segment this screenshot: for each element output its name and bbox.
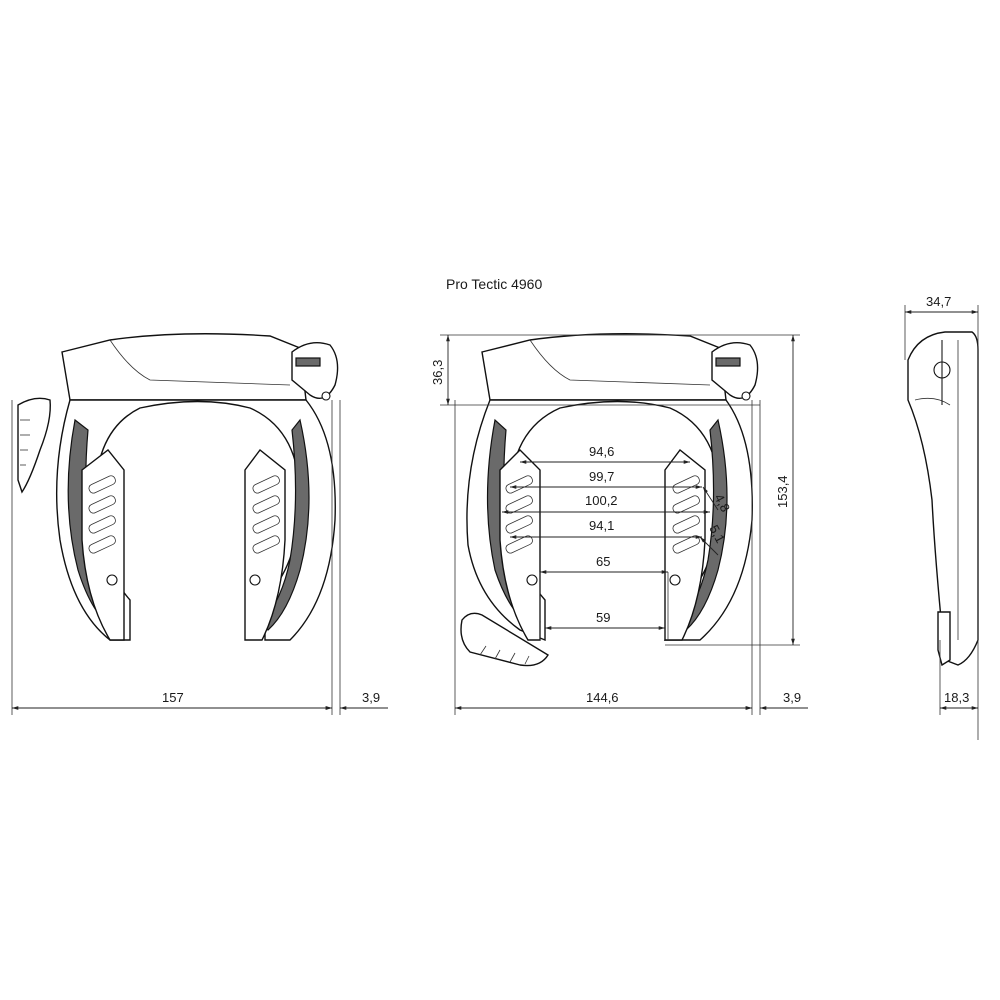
front-view-left: 157 3,9 bbox=[11, 333, 388, 715]
front-view-middle: 36,3 153,4 94,6 99,7 100,2 94,1 65 59 4,… bbox=[430, 333, 808, 715]
dim-middle-width: 144,6 bbox=[586, 690, 619, 705]
side-profile bbox=[907, 331, 979, 666]
dim-total-height: 153,4 bbox=[775, 475, 790, 508]
lock-ring bbox=[55, 399, 336, 641]
dim-inner-1: 94,6 bbox=[589, 444, 614, 459]
key-cylinder bbox=[291, 342, 339, 399]
shackle-lever bbox=[17, 397, 51, 494]
side-view: 34,7 18,3 bbox=[904, 294, 979, 740]
lock-housing bbox=[481, 333, 727, 401]
dim-top-height: 36,3 bbox=[430, 360, 445, 385]
dim-inner-5: 65 bbox=[596, 554, 610, 569]
dim-inner-4: 94,1 bbox=[589, 518, 614, 533]
dim-inner-6: 59 bbox=[596, 610, 610, 625]
dim-side-depth: 34,7 bbox=[926, 294, 951, 309]
dim-left-width: 157 bbox=[162, 690, 184, 705]
shackle-lever bbox=[460, 612, 549, 667]
dim-slant-2: 5,1 bbox=[706, 522, 728, 545]
key-cylinder bbox=[711, 342, 759, 399]
lock-housing bbox=[61, 333, 307, 401]
drawing-title: Pro Tectic 4960 bbox=[446, 276, 542, 292]
dim-inner-2: 99,7 bbox=[589, 469, 614, 484]
dim-left-offset: 3,9 bbox=[362, 690, 380, 705]
dim-side-thickness: 18,3 bbox=[944, 690, 969, 705]
dim-middle-offset: 3,9 bbox=[783, 690, 801, 705]
dim-inner-3: 100,2 bbox=[585, 493, 618, 508]
dim-slant-1: 4,8 bbox=[711, 491, 733, 514]
